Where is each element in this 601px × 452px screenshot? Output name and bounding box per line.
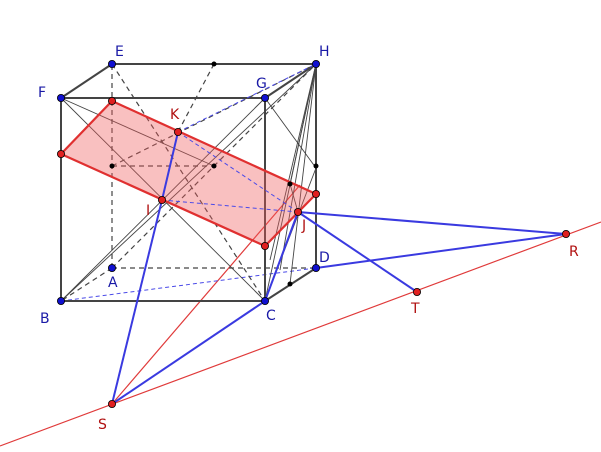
point-c <box>260 296 269 305</box>
line-j-mid <box>289 183 299 213</box>
point-h <box>311 60 320 69</box>
point-d <box>311 263 320 272</box>
label-a: A <box>108 275 118 291</box>
point-section-1 <box>57 149 66 158</box>
aux-point <box>313 163 319 169</box>
label-f: F <box>38 85 46 101</box>
point-section-2 <box>108 97 117 106</box>
dashed-i-j <box>161 199 299 213</box>
label-i: I <box>146 203 150 219</box>
line-c-j-blue <box>264 211 299 302</box>
label-k: K <box>170 107 180 123</box>
label-r: R <box>569 244 579 260</box>
point-a <box>108 263 117 272</box>
diagonal-b-h <box>60 63 317 302</box>
line-h-c-2 <box>289 63 317 285</box>
dashed-k-h <box>177 63 317 133</box>
point-f <box>57 94 66 103</box>
line-d-r <box>315 233 567 269</box>
point-j <box>293 207 302 216</box>
label-d: D <box>319 250 330 266</box>
aux-point <box>287 181 293 187</box>
point-e <box>108 60 117 69</box>
line-i-k <box>161 131 179 201</box>
label-b: B <box>40 311 50 327</box>
aux-point <box>211 163 217 169</box>
point-b <box>57 296 66 305</box>
line-h-c-3 <box>269 63 317 261</box>
label-c: C <box>266 308 276 324</box>
dashed-k-j <box>177 131 299 213</box>
line-f-mid <box>60 97 215 167</box>
point-t <box>412 287 421 296</box>
hidden-diagonal-e-c <box>111 63 266 302</box>
label-s: S <box>98 417 107 433</box>
line-s-c-extended <box>111 184 301 405</box>
point-i <box>157 195 166 204</box>
label-h: H <box>319 44 330 60</box>
line-h-c-4 <box>279 63 317 271</box>
line-s-c <box>111 300 266 405</box>
line-g-h-diag <box>264 97 317 169</box>
hidden-edge-a-b <box>60 267 113 302</box>
point-k <box>173 127 182 136</box>
hidden-diagonal-b-d <box>60 267 317 302</box>
line-j-r <box>297 211 567 235</box>
point-r <box>562 229 571 238</box>
label-g: G <box>256 76 267 92</box>
point-section-3 <box>311 189 320 198</box>
aux-point <box>109 163 115 169</box>
point-s <box>108 399 117 408</box>
edge-g-h <box>264 63 317 99</box>
line-s-i <box>111 199 163 405</box>
intersection-line <box>0 221 601 447</box>
label-t: T <box>410 301 420 317</box>
edge-f-e <box>60 63 113 99</box>
line-j-t <box>297 211 418 293</box>
label-e: E <box>115 44 124 60</box>
aux-point <box>211 61 217 67</box>
point-g <box>260 94 269 103</box>
aux-point <box>287 281 293 287</box>
label-j: J <box>301 218 306 234</box>
point-section-4 <box>260 241 269 250</box>
